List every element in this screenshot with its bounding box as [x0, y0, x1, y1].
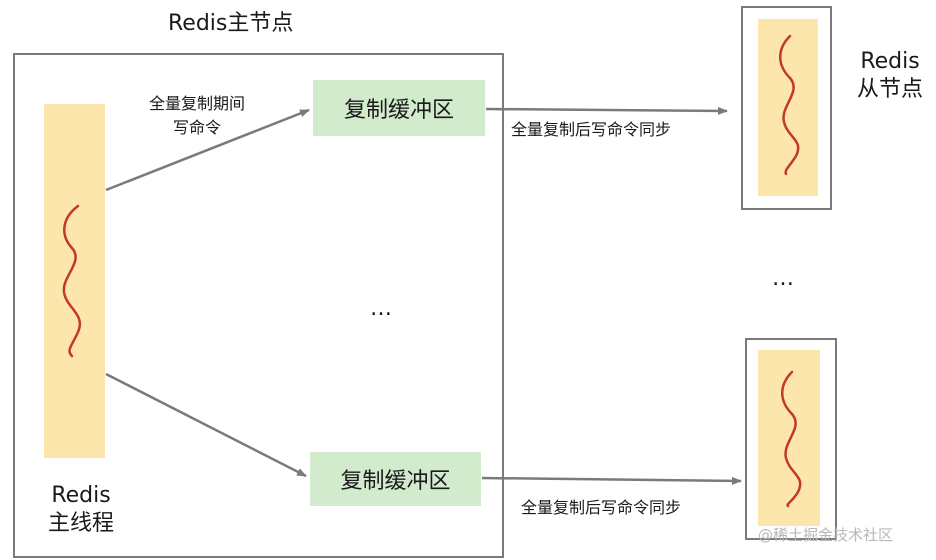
master-ellipsis: … — [370, 296, 394, 321]
arrow-thread-to-buffer-top — [105, 108, 310, 192]
main-thread-bar — [44, 104, 105, 458]
replica-top-squiggle — [779, 34, 800, 176]
arrow-buffer-to-replica-top — [485, 106, 728, 115]
master-node-box — [13, 53, 504, 558]
sync-label-bottom: 全量复制后写命令同步 — [521, 498, 682, 517]
main-thread-label-line2: 主线程 — [47, 511, 114, 536]
main-thread-label-line1: Redis — [51, 483, 111, 508]
replication-buffer-top: 复制缓冲区 — [313, 80, 485, 136]
replica-label-line1: Redis — [860, 49, 920, 74]
write-note-line1: 全量复制期间 — [148, 94, 245, 113]
main-thread-squiggle — [62, 204, 82, 358]
replica-label-line2: 从节点 — [856, 77, 923, 102]
replica-ellipsis: … — [772, 266, 796, 291]
write-commands-note: 全量复制期间 写命令 — [122, 92, 272, 140]
replica-node-label: Redis 从节点 — [846, 48, 934, 104]
arrow-buffer-to-replica-bottom — [481, 476, 742, 485]
main-thread-label: Redis 主线程 — [36, 482, 126, 538]
replica-node-box-bottom — [745, 338, 837, 540]
replica-thread-bar-bottom — [758, 350, 820, 526]
replica-bottom-squiggle — [781, 370, 802, 508]
arrow-thread-to-buffer-bottom — [105, 372, 307, 478]
write-note-line2: 写命令 — [172, 118, 221, 137]
replication-buffer-bottom: 复制缓冲区 — [310, 452, 481, 506]
replica-node-box-top — [741, 6, 832, 210]
watermark-text: @稀土掘金技术社区 — [758, 526, 894, 544]
master-node-title: Redis主节点 — [168, 11, 294, 36]
sync-label-top: 全量复制后写命令同步 — [511, 120, 672, 139]
